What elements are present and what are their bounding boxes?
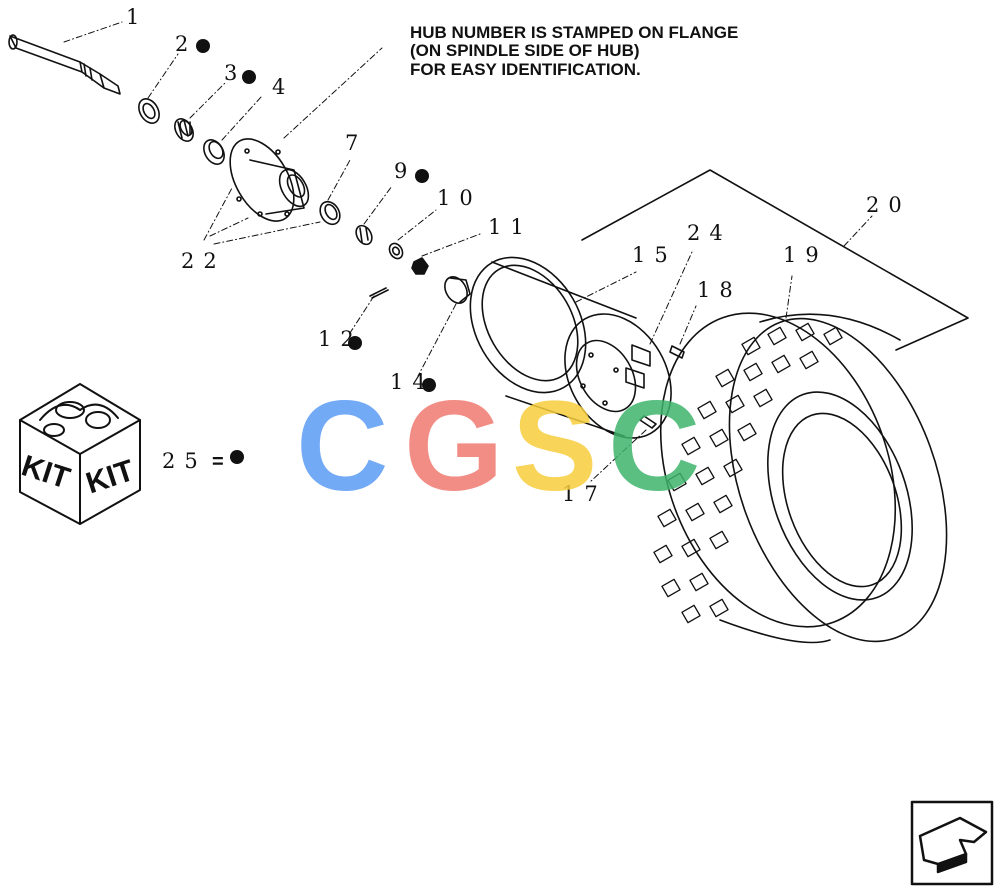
callout-25: 25 <box>162 449 207 473</box>
callout-24: 24 <box>687 221 732 245</box>
callout-18: 18 <box>697 278 742 302</box>
callout-2: 2 <box>175 32 197 56</box>
callout-7: 7 <box>345 131 367 155</box>
tire-part <box>653 312 948 644</box>
watermark-letter-c1: C <box>296 375 388 518</box>
valve-part <box>669 345 685 359</box>
callout-20: 20 <box>866 193 911 217</box>
bearing-cup-part <box>203 139 225 165</box>
callout-4: 4 <box>272 75 294 99</box>
castle-nut-part <box>411 257 429 275</box>
kit-box-icon <box>19 383 141 525</box>
outer-bearing-cup-part <box>319 200 341 226</box>
hub-part <box>229 138 310 222</box>
note-line-1: HUB NUMBER IS STAMPED ON FLANGE <box>410 23 738 42</box>
return-arrow-icon[interactable] <box>910 800 994 886</box>
outer-bearing-cone-part <box>355 224 373 246</box>
washer-part <box>388 242 404 260</box>
watermark-letter-s: S <box>512 375 597 518</box>
assembly-bracket-line <box>581 169 969 351</box>
note-line-3: FOR EASY IDENTIFICATION. <box>410 60 641 79</box>
leader-lines <box>63 21 873 483</box>
watermark-logo: C G S C <box>296 375 700 518</box>
callout-17: 17 <box>562 482 607 506</box>
callout-3: 3 <box>224 61 246 85</box>
kit-label-right: KIT <box>82 454 138 500</box>
callout-19: 19 <box>783 243 828 267</box>
callout-10: 10 <box>437 186 482 210</box>
callout-9: 9 <box>394 159 416 183</box>
callout-22: 22 <box>181 249 226 273</box>
seal-part <box>138 98 160 124</box>
callout-12: 12 <box>318 327 363 351</box>
note-line-2: (ON SPINDLE SIDE OF HUB) <box>410 41 640 60</box>
rim-part <box>469 256 672 439</box>
cotter-pin-part <box>369 287 389 299</box>
valve-stem-part <box>639 415 657 429</box>
watermark-letter-g: G <box>404 375 504 518</box>
kit-label-left: KIT <box>18 449 74 495</box>
watermark-letter-c2: C <box>608 375 700 518</box>
equals-sign: = <box>212 451 224 473</box>
required-part-dots <box>196 39 436 464</box>
callout-1: 1 <box>126 5 148 29</box>
bearing-cone-part <box>174 118 194 142</box>
callout-11: 11 <box>488 215 533 239</box>
callout-14: 14 <box>390 370 435 394</box>
dust-cap-part <box>444 276 471 304</box>
callout-15: 15 <box>632 243 677 267</box>
tire-tread-pattern <box>653 322 843 624</box>
spindle-part <box>8 34 121 95</box>
